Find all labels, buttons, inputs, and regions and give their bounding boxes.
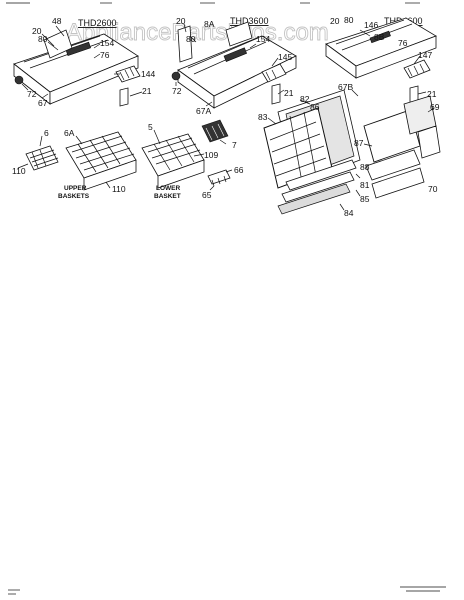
- part-label-82: 82: [300, 94, 310, 104]
- part-label-154-left: 154: [100, 38, 114, 48]
- part-label-21-middle: 21: [284, 88, 294, 98]
- part-label-76-right: 76: [398, 38, 408, 48]
- part-label-85: 85: [360, 194, 370, 204]
- part-label-80-left: 80: [38, 34, 48, 44]
- door-panels-87-88-70-69: [363, 95, 441, 199]
- side-bracket-21-middle: [271, 83, 281, 105]
- part-label-146: 146: [364, 20, 378, 30]
- part-label-110-right: 110: [112, 184, 126, 194]
- basket-captions: UPPER BASKETS LOWER BASKET: [58, 185, 181, 200]
- part-label-84: 84: [344, 208, 354, 218]
- side-bracket-21-left: [119, 87, 129, 107]
- part-label-80-right: 80: [344, 15, 354, 25]
- part-label-83: 83: [258, 112, 268, 122]
- part-label-144: 144: [141, 69, 155, 79]
- part-label-69: 69: [430, 102, 440, 112]
- caption-lower-line1: LOWER: [156, 185, 180, 192]
- part-label-145: 145: [278, 52, 292, 62]
- part-label-87: 87: [354, 138, 364, 148]
- basket-clip-66-65: [207, 169, 231, 187]
- model-label-left: THD2600: [78, 18, 117, 28]
- vent-bracket-145: [261, 63, 287, 83]
- part-label-109: 109: [204, 150, 218, 160]
- part-label-67: 67: [38, 98, 48, 108]
- vent-bracket-144: [115, 65, 141, 83]
- caption-upper-line1: UPPER: [64, 185, 87, 192]
- part-label-147: 147: [418, 50, 432, 60]
- knob-72-middle: [171, 71, 181, 81]
- upper-basket-6a: [65, 131, 137, 191]
- part-label-20-right: 20: [330, 16, 340, 26]
- part-label-72-middle: 72: [172, 86, 182, 96]
- part-label-76-left: 76: [100, 50, 110, 60]
- part-label-70: 70: [428, 184, 438, 194]
- silverware-basket-6: [25, 145, 59, 171]
- part-label-8b: 8B: [374, 32, 385, 42]
- part-label-6: 6: [44, 128, 49, 138]
- part-label-8a: 8A: [204, 19, 215, 29]
- part-label-110-left: 110: [12, 166, 26, 176]
- part-label-6a: 6A: [64, 128, 75, 138]
- part-number-labels: 48 20 80 154 76 144 21 72 67 20 8A 80 15…: [12, 15, 440, 218]
- part-label-5: 5: [148, 122, 153, 132]
- part-label-65: 65: [202, 190, 212, 200]
- console-panel-left: [13, 29, 139, 105]
- lower-basket-5: [141, 133, 205, 189]
- caption-upper-line2: BASKETS: [58, 193, 90, 200]
- caption-lower-line2: BASKET: [154, 193, 181, 200]
- footer-marks: [8, 586, 446, 595]
- part-label-66: 66: [234, 165, 244, 175]
- part-label-86: 86: [310, 102, 320, 112]
- cutlery-basket-7: [201, 119, 229, 143]
- leader-lines: [17, 23, 435, 211]
- console-panel-right: [325, 17, 437, 79]
- part-label-48: 48: [52, 16, 62, 26]
- part-label-67b: 67B: [338, 82, 353, 92]
- part-label-154-middle: 154: [256, 34, 270, 44]
- part-label-20-middle: 20: [176, 16, 186, 26]
- part-label-72-left: 72: [27, 89, 37, 99]
- part-label-81: 81: [360, 180, 370, 190]
- model-label-middle: THD3600: [230, 16, 269, 26]
- part-label-21-right: 21: [427, 89, 437, 99]
- part-label-67a: 67A: [196, 106, 211, 116]
- part-label-20-left: 20: [32, 26, 42, 36]
- part-label-88: 88: [360, 162, 370, 172]
- vent-bracket-147: [403, 59, 431, 79]
- knob-72-left: [14, 75, 24, 85]
- part-label-80-middle: 80: [186, 34, 196, 44]
- part-label-21-left: 21: [142, 86, 152, 96]
- part-label-7: 7: [232, 140, 237, 150]
- trim-strips-81-85-84: [277, 159, 357, 215]
